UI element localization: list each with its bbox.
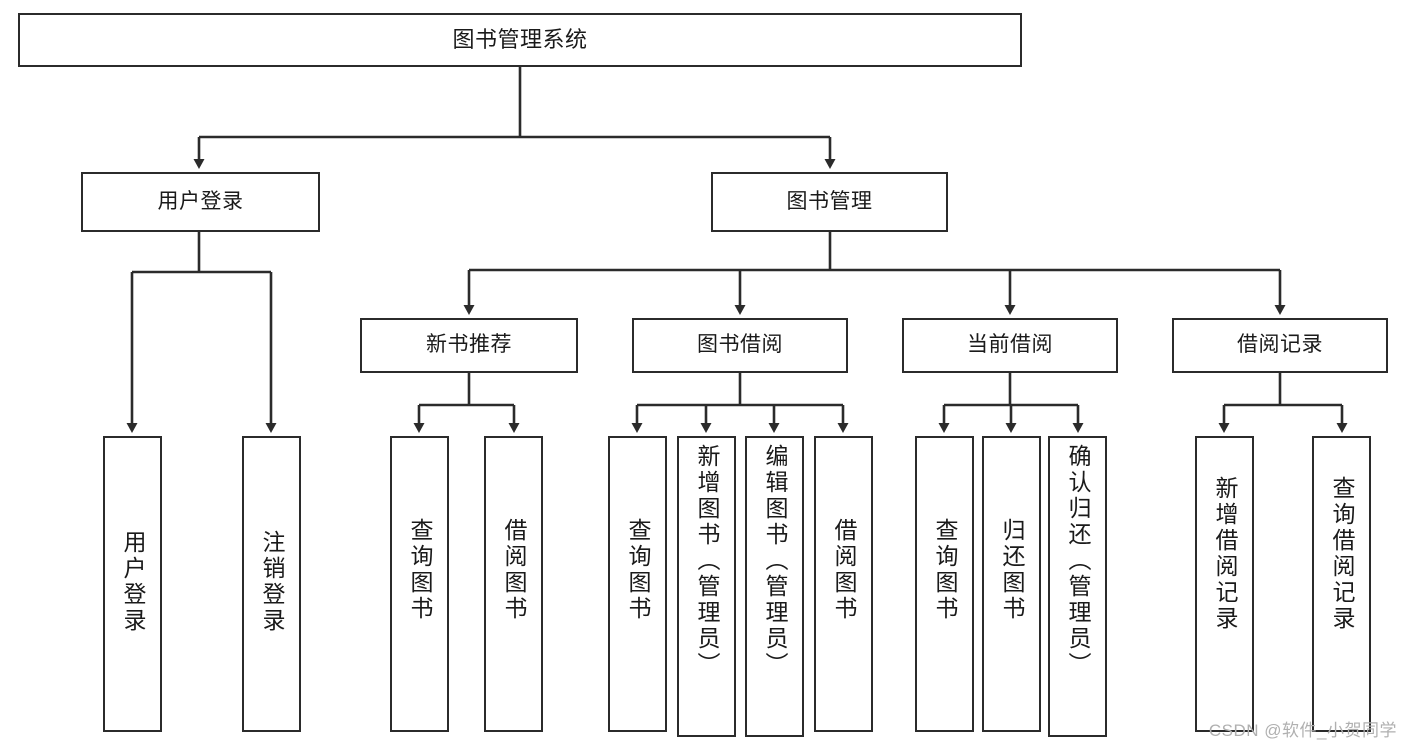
leaf-borrow-book-2-label: 借阅图书 xyxy=(831,518,857,622)
node-root[interactable]: 图书管理系统 xyxy=(18,13,1022,67)
watermark-text: CSDN @软件_小贺同学 xyxy=(1208,721,1397,740)
node-current-borrow-label: 当前借阅 xyxy=(967,333,1053,357)
node-book-manage-label: 图书管理 xyxy=(786,189,873,213)
node-book-borrow-label: 图书借阅 xyxy=(697,333,783,357)
leaf-return-book-label: 归还图书 xyxy=(999,518,1025,622)
node-borrow-record[interactable]: 借阅记录 xyxy=(1172,318,1388,373)
leaf-return-book[interactable]: 归还图书 xyxy=(982,436,1041,732)
node-new-book-recommend-label: 新书推荐 xyxy=(426,333,512,357)
leaf-logout[interactable]: 注销登录 xyxy=(242,436,301,732)
leaf-edit-book-admin-label: 编辑图书（管理员） xyxy=(762,444,788,678)
node-book-borrow[interactable]: 图书借阅 xyxy=(632,318,848,373)
leaf-query-book-3[interactable]: 查询图书 xyxy=(915,436,974,732)
node-current-borrow[interactable]: 当前借阅 xyxy=(902,318,1118,373)
node-user-login-label: 用户登录 xyxy=(157,189,244,213)
node-book-manage[interactable]: 图书管理 xyxy=(711,172,948,232)
leaf-borrow-book-1-label: 借阅图书 xyxy=(501,518,527,622)
leaf-borrow-book-1[interactable]: 借阅图书 xyxy=(484,436,543,732)
leaf-user-login-label: 用户登录 xyxy=(120,530,146,634)
leaf-confirm-return-admin-label: 确认归还（管理员） xyxy=(1065,444,1091,678)
leaf-borrow-book-2[interactable]: 借阅图书 xyxy=(814,436,873,732)
node-root-label: 图书管理系统 xyxy=(452,27,588,53)
leaf-query-book-1[interactable]: 查询图书 xyxy=(390,436,449,732)
node-user-login[interactable]: 用户登录 xyxy=(81,172,320,232)
leaf-query-book-1-label: 查询图书 xyxy=(407,518,433,622)
leaf-confirm-return-admin[interactable]: 确认归还（管理员） xyxy=(1048,436,1107,737)
node-new-book-recommend[interactable]: 新书推荐 xyxy=(360,318,578,373)
leaf-query-borrow-record-label: 查询借阅记录 xyxy=(1329,476,1355,632)
leaf-query-book-3-label: 查询图书 xyxy=(932,518,958,622)
node-borrow-record-label: 借阅记录 xyxy=(1237,333,1323,357)
leaf-add-book-admin[interactable]: 新增图书（管理员） xyxy=(677,436,736,737)
leaf-add-borrow-record-label: 新增借阅记录 xyxy=(1212,476,1238,632)
leaf-user-login[interactable]: 用户登录 xyxy=(103,436,162,732)
leaf-add-borrow-record[interactable]: 新增借阅记录 xyxy=(1195,436,1254,732)
leaf-add-book-admin-label: 新增图书（管理员） xyxy=(694,444,720,678)
leaf-query-borrow-record[interactable]: 查询借阅记录 xyxy=(1312,436,1371,732)
leaf-edit-book-admin[interactable]: 编辑图书（管理员） xyxy=(745,436,804,737)
leaf-logout-label: 注销登录 xyxy=(259,530,285,634)
leaf-query-book-2[interactable]: 查询图书 xyxy=(608,436,667,732)
leaf-query-book-2-label: 查询图书 xyxy=(625,518,651,622)
